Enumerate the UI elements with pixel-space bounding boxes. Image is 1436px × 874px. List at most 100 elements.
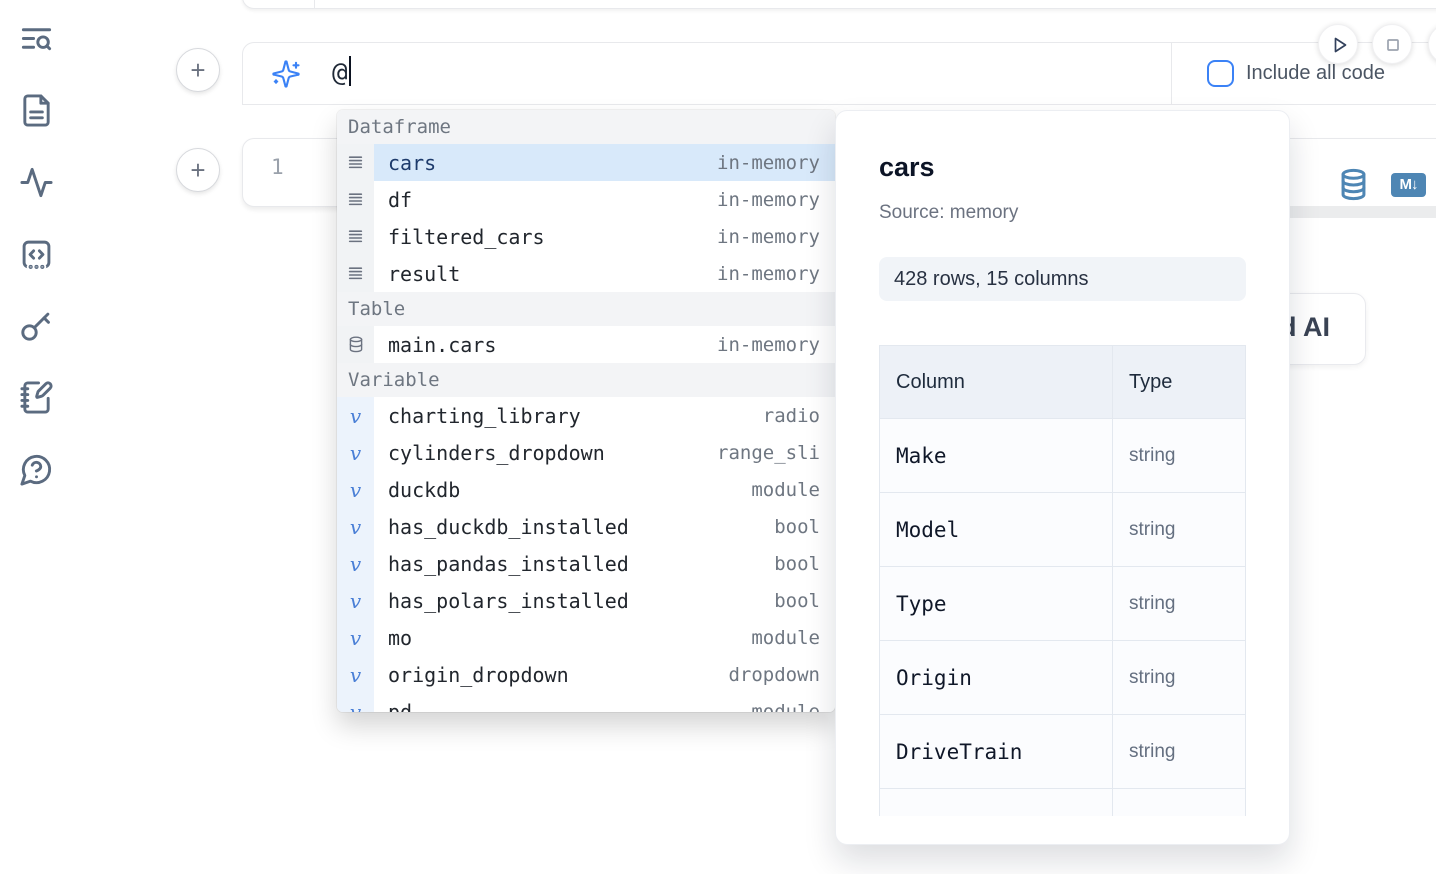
- variable-icon: v: [337, 508, 374, 545]
- autocomplete-item[interactable]: v has_pandas_installed bool: [337, 545, 835, 582]
- autocomplete-item-name: has_pandas_installed: [388, 551, 629, 576]
- list-search-icon[interactable]: [19, 21, 54, 56]
- autocomplete-item-name: filtered_cars: [388, 224, 545, 249]
- variable-icon: v: [337, 397, 374, 434]
- activity-icon[interactable]: [19, 165, 54, 200]
- markdown-export-icon[interactable]: M↓: [1391, 173, 1426, 197]
- ai-prompt-bar[interactable]: @ Include all code: [242, 42, 1436, 105]
- autocomplete-item[interactable]: filtered_cars in-memory: [337, 218, 835, 255]
- ai-prompt-input[interactable]: @: [332, 56, 352, 88]
- preview-title: cars: [879, 152, 935, 182]
- dataframe-icon: [337, 255, 374, 292]
- line-number: 1: [271, 155, 284, 179]
- autocomplete-section-header: Table: [337, 292, 835, 326]
- play-icon: [1334, 37, 1347, 53]
- preview-source: Source: memory: [879, 202, 1019, 223]
- schema-column-name: Origin: [879, 640, 1113, 715]
- autocomplete-item-name: result: [388, 261, 461, 286]
- autocomplete-item[interactable]: df in-memory: [337, 181, 835, 218]
- variable-icon: v: [337, 619, 374, 656]
- variable-icon: v: [337, 471, 374, 508]
- table-row: [879, 788, 1246, 816]
- variable-icon: v: [337, 656, 374, 693]
- run-cell-button[interactable]: [1318, 24, 1358, 64]
- autocomplete-item-type: bool: [774, 515, 820, 538]
- autocomplete-item-name: df: [388, 187, 413, 212]
- schema-header-column: Column: [879, 345, 1113, 419]
- autocomplete-section-header: Variable: [337, 363, 835, 397]
- schema-column-type: string: [1112, 640, 1246, 715]
- sparkles-icon: [271, 59, 301, 89]
- schema-column-type: string: [1112, 418, 1246, 493]
- help-chat-icon[interactable]: [19, 452, 54, 487]
- autocomplete-item-name: main.cars: [388, 332, 497, 357]
- add-cell-button-top[interactable]: +: [176, 48, 220, 92]
- code-block-icon[interactable]: [19, 237, 54, 272]
- autocomplete-item[interactable]: v has_duckdb_installed bool: [337, 508, 835, 545]
- variable-icon: v: [337, 545, 374, 582]
- dataframe-icon: [337, 181, 374, 218]
- autocomplete-item-type: range_sli: [717, 441, 820, 464]
- autocomplete-item-type: bool: [774, 589, 820, 612]
- interrupt-button[interactable]: [1372, 24, 1412, 64]
- autocomplete-item-name: charting_library: [388, 403, 581, 428]
- autocomplete-item-type: in-memory: [717, 188, 820, 211]
- database-icon[interactable]: [1338, 168, 1369, 201]
- add-cell-button-bottom[interactable]: +: [176, 148, 220, 192]
- autocomplete-item-name: has_duckdb_installed: [388, 514, 629, 539]
- schema-column-type: string: [1112, 492, 1246, 567]
- schema-column-name: [879, 788, 1113, 816]
- dataframe-icon: [337, 218, 374, 255]
- autocomplete-item-type: module: [751, 700, 820, 713]
- autocomplete-item-name: pd: [388, 699, 413, 713]
- autocomplete-item-name: cylinders_dropdown: [388, 440, 605, 465]
- notebook-pen-icon[interactable]: [19, 380, 54, 415]
- stop-square-icon: [1387, 39, 1399, 51]
- autocomplete-item-type: module: [751, 626, 820, 649]
- schema-column-name: DriveTrain: [879, 714, 1113, 789]
- prompt-bar-divider: [1171, 43, 1172, 104]
- autocomplete-item-name: mo: [388, 625, 413, 650]
- output-area-edge: [1242, 206, 1436, 218]
- database-small-icon: [337, 326, 374, 363]
- autocomplete-item-name: origin_dropdown: [388, 662, 569, 687]
- autocomplete-item-type: in-memory: [717, 225, 820, 248]
- variable-icon: v: [337, 582, 374, 619]
- schema-column-name: Model: [879, 492, 1113, 567]
- autocomplete-item-name: cars: [388, 150, 437, 175]
- autocomplete-item-type: radio: [762, 404, 820, 427]
- dataframe-preview-popup: cars Source: memory 428 rows, 15 columns…: [835, 110, 1290, 845]
- autocomplete-item[interactable]: cars in-memory: [337, 144, 835, 181]
- include-all-code-checkbox[interactable]: [1207, 60, 1234, 87]
- autocomplete-item[interactable]: v charting_library radio: [337, 397, 835, 434]
- autocomplete-item[interactable]: v cylinders_dropdown range_sli: [337, 434, 835, 471]
- variable-icon: v: [337, 434, 374, 471]
- key-icon[interactable]: [19, 308, 54, 343]
- include-all-code-label: Include all code: [1246, 62, 1385, 84]
- schema-column-type: string: [1112, 566, 1246, 641]
- previous-cell-edge: [242, 0, 1436, 9]
- text-cursor: [348, 56, 352, 86]
- autocomplete-item-type: in-memory: [717, 151, 820, 174]
- autocomplete-item-type: bool: [774, 552, 820, 575]
- preview-shape-badge: 428 rows, 15 columns: [879, 257, 1246, 301]
- schema-column-name: Make: [879, 418, 1113, 493]
- autocomplete-item-name: duckdb: [388, 477, 461, 502]
- file-text-icon[interactable]: [19, 93, 54, 128]
